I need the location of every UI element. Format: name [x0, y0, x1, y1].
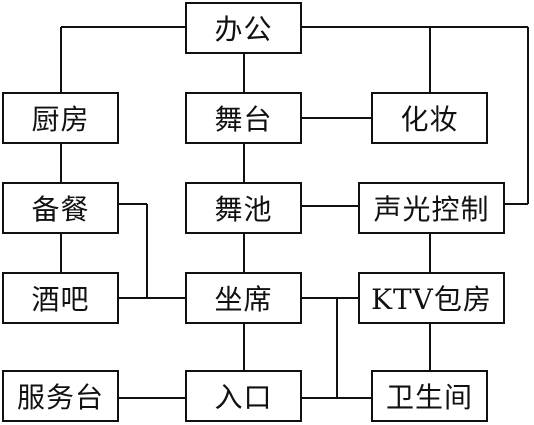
node-entrance: 入口 [185, 370, 302, 422]
node-seating: 坐席 [185, 272, 302, 324]
node-stage: 舞台 [185, 92, 302, 144]
node-pantry: 备餐 [2, 182, 119, 234]
node-restroom: 卫生间 [371, 370, 488, 422]
node-bar: 酒吧 [2, 272, 119, 324]
node-makeup: 化妆 [371, 92, 488, 144]
node-office: 办公 [185, 2, 302, 54]
node-kitchen: 厨房 [2, 92, 119, 144]
node-service-desk: 服务台 [2, 370, 119, 422]
node-sound-light-control: 声光控制 [358, 182, 505, 234]
node-dance-floor: 舞池 [185, 182, 302, 234]
node-ktv-room: KTV包房 [358, 272, 505, 324]
